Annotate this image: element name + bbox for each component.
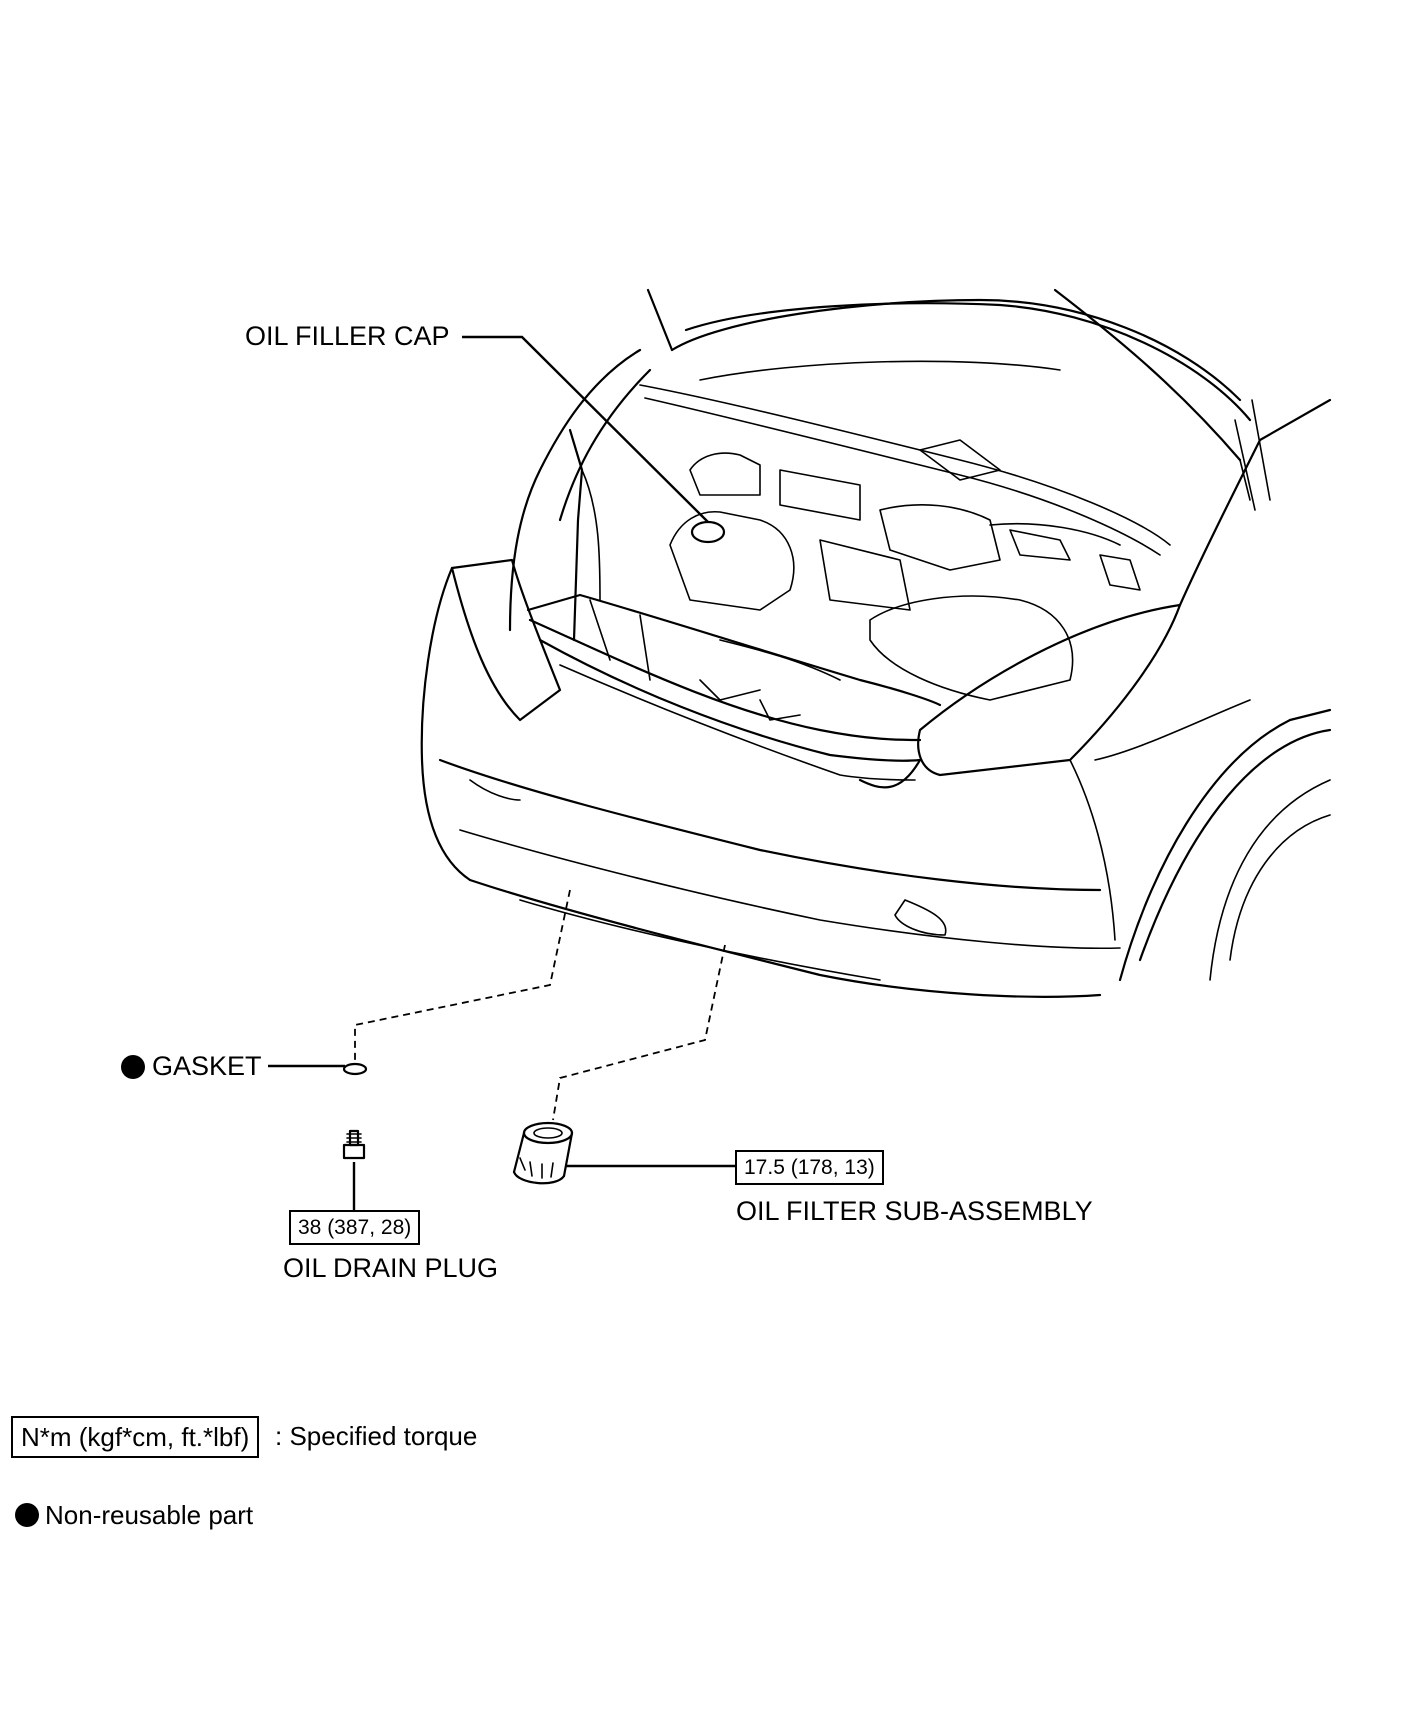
legend-torque-box: N*m (kgf*cm, ft.*lbf) <box>11 1416 260 1458</box>
projection-lines <box>354 889 726 1121</box>
label-oil-drain-plug: OIL DRAIN PLUG <box>283 1253 499 1283</box>
torque-oil-filter: 17.5 (178, 13) <box>735 1150 884 1185</box>
legend-non-reusable-marker <box>15 1503 39 1527</box>
torque-drain-plug: 38 (387, 28) <box>289 1210 421 1245</box>
non-reusable-marker-gasket <box>121 1055 145 1079</box>
label-oil-filter: OIL FILTER SUB-ASSEMBLY <box>736 1196 1093 1226</box>
engine-compartment <box>526 384 1171 721</box>
label-gasket: GASKET <box>152 1051 262 1081</box>
leader-lines <box>268 335 735 1210</box>
legend-torque-desc: : Specified torque <box>275 1421 478 1451</box>
label-oil-filler-cap: OIL FILLER CAP <box>245 321 450 351</box>
gasket-part <box>342 1062 368 1076</box>
oil-filter-part <box>512 1121 574 1185</box>
car-body <box>420 288 1332 998</box>
drain-plug-part <box>342 1129 366 1160</box>
legend-non-reusable-desc: Non-reusable part <box>45 1500 254 1530</box>
